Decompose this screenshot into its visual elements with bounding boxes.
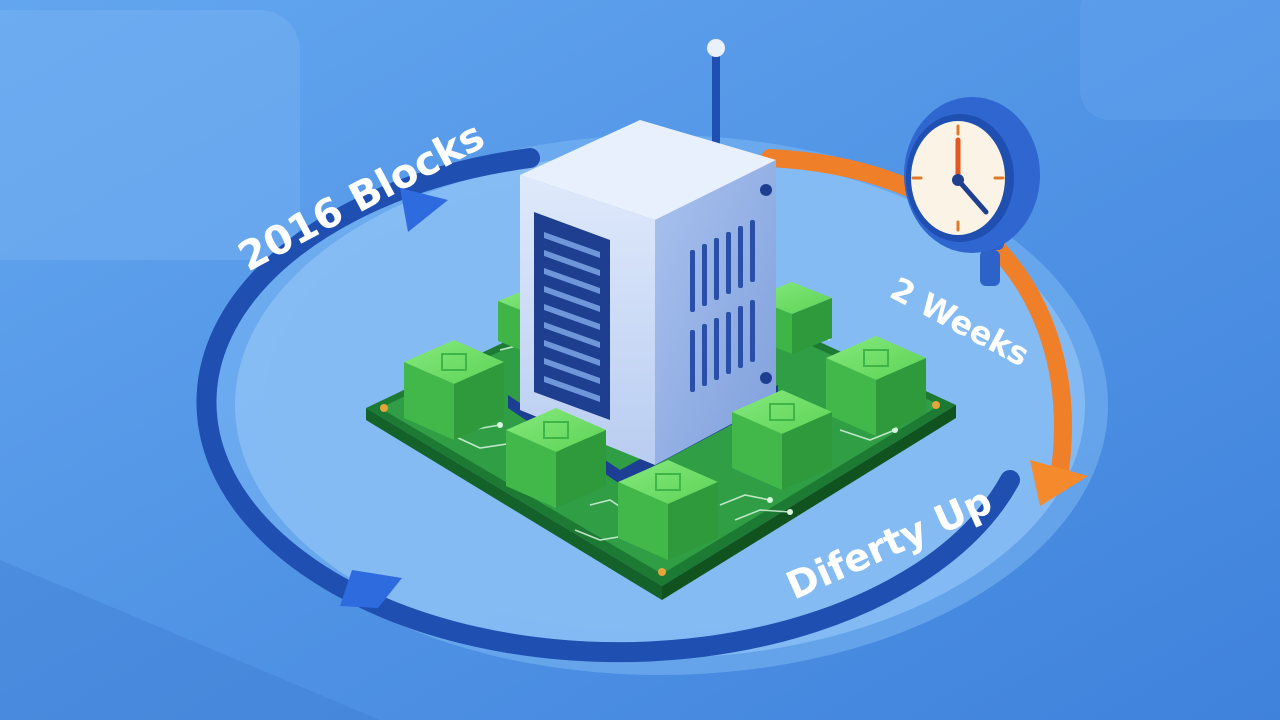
cycle-arrow-icon-bottom — [340, 570, 402, 608]
background-panel-right — [1080, 0, 1280, 120]
server-icon — [508, 39, 778, 484]
background-panel-left — [0, 10, 300, 260]
chip-front-left — [506, 408, 606, 508]
background-shade — [0, 560, 380, 720]
chip-front-center — [618, 460, 718, 560]
orange-arrow-head — [1030, 460, 1088, 506]
chip-right — [826, 336, 926, 436]
chip-left — [404, 340, 504, 440]
orange-arrow — [761, 149, 1072, 479]
chip-front-right — [732, 390, 832, 490]
clock-icon — [904, 97, 1040, 286]
cycle-arrow-blue — [196, 148, 1020, 663]
cycle-arrow-icon-top — [400, 188, 448, 232]
antenna-icon — [712, 52, 720, 152]
